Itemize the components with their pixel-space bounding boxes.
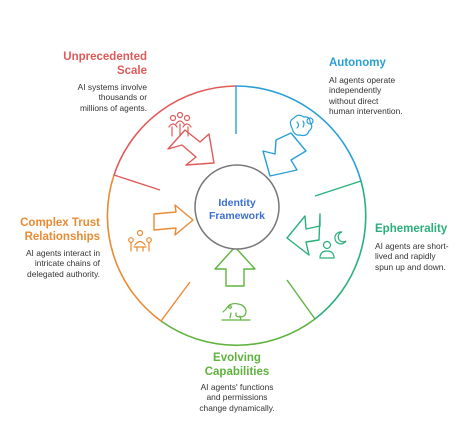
autonomy-title: Autonomy: [329, 56, 386, 70]
arrow-scale: [167, 129, 215, 166]
autonomy-desc-line: human intervention.: [329, 106, 403, 117]
trust-description: AI agents interact in intricate chains o…: [26, 248, 100, 279]
center-label-line2: Framework: [209, 210, 265, 222]
capabilities-desc-line: change dynamically.: [199, 402, 275, 413]
scale-desc-line: AI systems involve: [77, 82, 147, 92]
capabilities-title-line1: Evolving: [213, 352, 261, 364]
capabilities-title-line2: Capabilities: [204, 366, 270, 378]
capabilities-desc-line: and permissions: [206, 392, 268, 403]
ephemerality-title-line1: Ephemerality: [375, 223, 448, 235]
person-moon-icon: [319, 231, 347, 259]
divider-line: [286, 279, 316, 320]
scale-desc-line: millions of agents.: [79, 102, 147, 113]
trust-title: Complex Trust Relationships: [20, 216, 100, 244]
ephemerality-desc-line: spun up and down.: [375, 261, 446, 272]
capabilities-description: AI agents' functions and permissions cha…: [160, 382, 314, 413]
autonomy-desc-line: AI agents operate: [329, 75, 396, 85]
autonomy-desc-line: without direct: [329, 95, 379, 106]
brain-gear-icon: [289, 114, 314, 137]
scale-title-line2: Scale: [116, 65, 147, 77]
scale-title-line1: Unprecedented: [63, 51, 147, 63]
capabilities-desc-line: AI agents' functions: [200, 382, 274, 392]
arrow-trust: [153, 204, 194, 236]
autonomy-title-line1: Autonomy: [329, 57, 386, 69]
chameleon-icon: [221, 302, 251, 321]
center-circle: [194, 164, 280, 250]
scale-desc-line: thousands or: [98, 92, 147, 103]
trust-desc-line: AI agents interact in: [25, 248, 100, 258]
arrow-autonomy: [262, 132, 307, 177]
ring-segment-trust: [106, 174, 162, 322]
autonomy-desc-line: independently: [329, 85, 382, 96]
scale-title: Unprecedented Scale: [63, 50, 147, 78]
ring-segment-scale: [113, 85, 237, 176]
arrow-ephemerality: [286, 213, 321, 256]
divider-line: [160, 281, 191, 322]
capabilities-title: Evolving Capabilities: [160, 351, 314, 379]
autonomy-description: AI agents operate independently without …: [329, 75, 403, 117]
arrow-capabilities: [214, 246, 256, 287]
ring-segment-autonomy: [235, 85, 362, 182]
meeting-icon: [128, 229, 152, 252]
ring-segment-capabilities: [160, 318, 316, 347]
trust-desc-line: delegated authority.: [27, 268, 100, 279]
divider-line: [314, 180, 362, 197]
trust-desc-line: intricate chains of: [34, 258, 100, 269]
ring-segment-ephemerality: [314, 180, 367, 320]
ephemerality-desc-line: AI agents are short-: [375, 241, 449, 251]
divider-line: [113, 174, 161, 191]
center-label-line1: Identity: [218, 197, 255, 209]
trust-title-line1: Complex Trust: [20, 217, 100, 229]
ephemerality-description: AI agents are short- lived and rapidly s…: [375, 241, 449, 272]
scale-description: AI systems involve thousands or millions…: [78, 82, 147, 113]
ephemerality-desc-line: lived and rapidly: [375, 251, 436, 262]
crowd-icon: [168, 111, 192, 137]
ephemerality-title: Ephemerality: [375, 222, 447, 236]
trust-title-line2: Relationships: [24, 231, 100, 243]
